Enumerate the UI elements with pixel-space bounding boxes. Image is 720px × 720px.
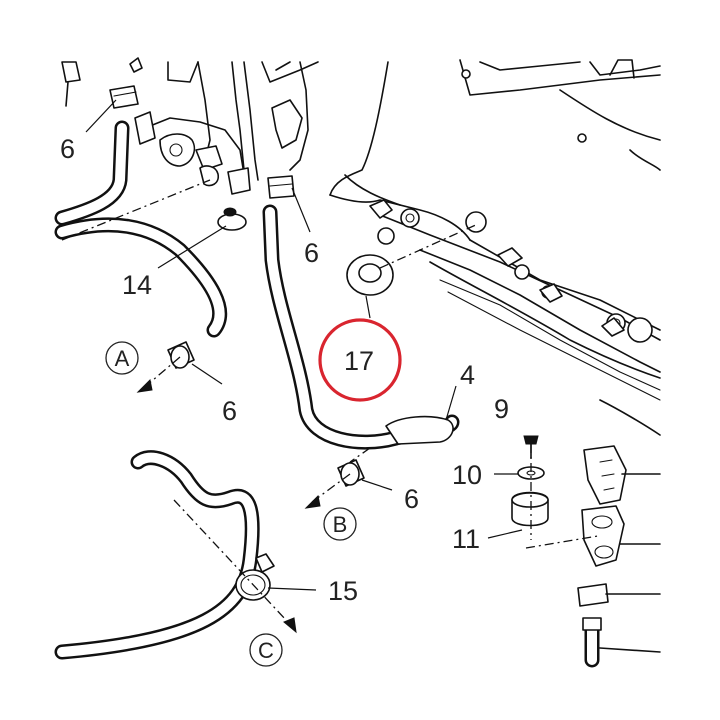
housing-frame (329, 59, 661, 436)
reference-b: B (323, 507, 357, 541)
callout-6-top-left: 6 (60, 134, 75, 164)
callout-4: 4 (460, 360, 475, 390)
leader-lines (85, 99, 523, 591)
reference-b-label: B (333, 512, 348, 537)
callout-6-lower-center: 6 (404, 484, 419, 514)
bracket-assembly (61, 57, 319, 195)
callout-17: 17 (344, 346, 374, 376)
reference-a: A (105, 341, 139, 375)
callout-15: 15 (328, 576, 358, 606)
reference-c: C (249, 633, 283, 667)
callout-9: 9 (494, 394, 509, 424)
callout-numbers: 6 6 14 17 4 9 10 11 6 6 15 (60, 134, 509, 606)
callout-6-center: 6 (304, 238, 319, 268)
arrow-heads (136, 378, 321, 634)
callout-6-lower-left: 6 (222, 396, 237, 426)
reference-a-label: A (115, 346, 130, 371)
highlight-circle (318, 318, 402, 402)
callout-14: 14 (122, 270, 152, 300)
callout-10: 10 (452, 460, 482, 490)
callout-11: 11 (452, 524, 480, 554)
assembly-axis-lines (61, 179, 599, 621)
reference-c-label: C (258, 638, 274, 663)
clamp-parts (109, 85, 661, 653)
hose-lines (54, 120, 602, 668)
